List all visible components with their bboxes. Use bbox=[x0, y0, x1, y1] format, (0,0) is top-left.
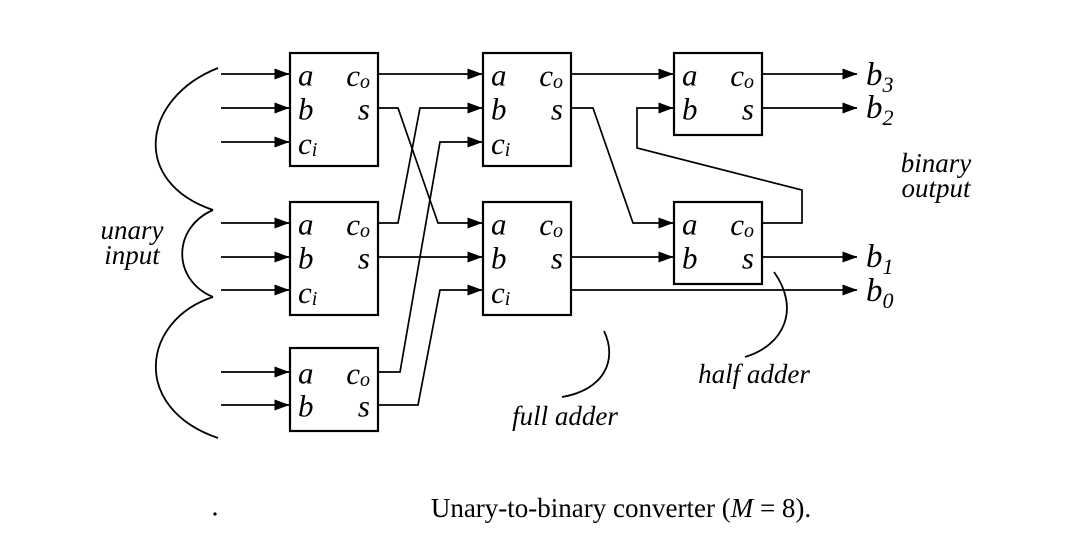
ha6-port-b-label: b bbox=[682, 241, 698, 276]
fa2-port-co-label: co bbox=[346, 207, 370, 243]
adder-fa2: a b ci co s bbox=[288, 200, 380, 317]
half-adder-label: half adder bbox=[698, 359, 810, 389]
fa2-port-b-label: b bbox=[298, 241, 314, 276]
adder-fa1: a b ci co s bbox=[288, 51, 380, 168]
hab-port-co-label: co bbox=[346, 356, 370, 392]
stray-ink-dot bbox=[213, 512, 217, 516]
brace-arc-middle bbox=[181, 209, 214, 298]
wire-fa1-s-to-fa4-a bbox=[378, 107, 483, 229]
unary-input-label-line1: unary bbox=[101, 215, 164, 245]
internal-wires bbox=[378, 68, 858, 406]
fa2-port-s-label: s bbox=[358, 241, 370, 276]
wire-hab-co-to-fa3-ci bbox=[378, 136, 483, 373]
fa3-port-b-label: b bbox=[491, 92, 507, 127]
annotations: unary input binary output full adder hal… bbox=[101, 148, 972, 431]
fa2-box bbox=[288, 200, 380, 317]
full-adder-label: full adder bbox=[512, 401, 618, 431]
fa4-port-a-label: a bbox=[491, 207, 507, 242]
fa2-port-ci-label: ci bbox=[298, 275, 317, 311]
binary-output-label-line1: binary bbox=[901, 148, 972, 178]
fa3-port-s-label: s bbox=[551, 92, 563, 127]
figure-caption: Unary-to-binary converter (M = 8). bbox=[431, 493, 811, 523]
fa4-port-s-label: s bbox=[551, 241, 563, 276]
binary-output-label-line2: output bbox=[901, 173, 972, 203]
ha6-port-co-label: co bbox=[730, 207, 754, 243]
ha5-port-s-label: s bbox=[742, 92, 754, 127]
hab-port-a-label: a bbox=[298, 356, 314, 391]
fa1-port-ci-label: ci bbox=[298, 126, 317, 162]
fa1-box bbox=[288, 51, 380, 168]
output-b1-label: b1 bbox=[866, 239, 894, 279]
ha6-port-s-label: s bbox=[742, 241, 754, 276]
adder-fa4: a b ci co s bbox=[481, 200, 573, 317]
fa4-port-b-label: b bbox=[491, 241, 507, 276]
wire-ha6-co-to-ha5-b bbox=[636, 102, 803, 224]
brace-arc-top bbox=[154, 67, 219, 211]
wire-hab-s-to-fa4-ci bbox=[378, 284, 483, 406]
ha6-box bbox=[672, 200, 764, 286]
binary-output-bits: b3 b2 b1 b0 bbox=[866, 57, 894, 313]
adder-ha6: a b co s bbox=[672, 200, 764, 286]
fa3-port-ci-label: ci bbox=[491, 126, 510, 162]
unary-input-arrows bbox=[221, 68, 290, 411]
fa4-box bbox=[481, 200, 573, 317]
half-adder-pointer-curve bbox=[744, 271, 788, 358]
adder-ha5: a b co s bbox=[672, 51, 764, 137]
fa3-port-co-label: co bbox=[539, 58, 563, 94]
fa3-box bbox=[481, 51, 573, 168]
fa4-port-ci-label: ci bbox=[491, 275, 510, 311]
fa1-port-s-label: s bbox=[358, 92, 370, 127]
output-b2-label: b2 bbox=[866, 90, 894, 130]
full-adder-pointer-curve bbox=[561, 330, 611, 398]
fa1-port-co-label: co bbox=[346, 58, 370, 94]
ha5-port-co-label: co bbox=[730, 58, 754, 94]
ha5-box bbox=[672, 51, 764, 137]
ha5-port-a-label: a bbox=[682, 58, 698, 93]
hab-port-b-label: b bbox=[298, 389, 314, 424]
adder-fa3: a b ci co s bbox=[481, 51, 573, 168]
adder-hab: a b co s bbox=[288, 346, 380, 433]
fa3-port-a-label: a bbox=[491, 58, 507, 93]
fa1-port-a-label: a bbox=[298, 58, 314, 93]
unary-input-brace bbox=[154, 67, 219, 439]
wire-fa3-s-to-ha6-a bbox=[571, 107, 674, 229]
brace-arc-bottom bbox=[155, 296, 219, 439]
wire-fa2-co-to-fa3-b bbox=[378, 102, 483, 224]
fa1-port-b-label: b bbox=[298, 92, 314, 127]
hab-box bbox=[288, 346, 380, 433]
unary-input-label-line2: input bbox=[104, 240, 161, 270]
ha5-port-b-label: b bbox=[682, 92, 698, 127]
hab-port-s-label: s bbox=[358, 389, 370, 424]
output-b3-label: b3 bbox=[866, 57, 894, 97]
fa2-port-a-label: a bbox=[298, 207, 314, 242]
fa4-port-co-label: co bbox=[539, 207, 563, 243]
ha6-port-a-label: a bbox=[682, 207, 698, 242]
output-b0-label: b0 bbox=[866, 273, 894, 313]
